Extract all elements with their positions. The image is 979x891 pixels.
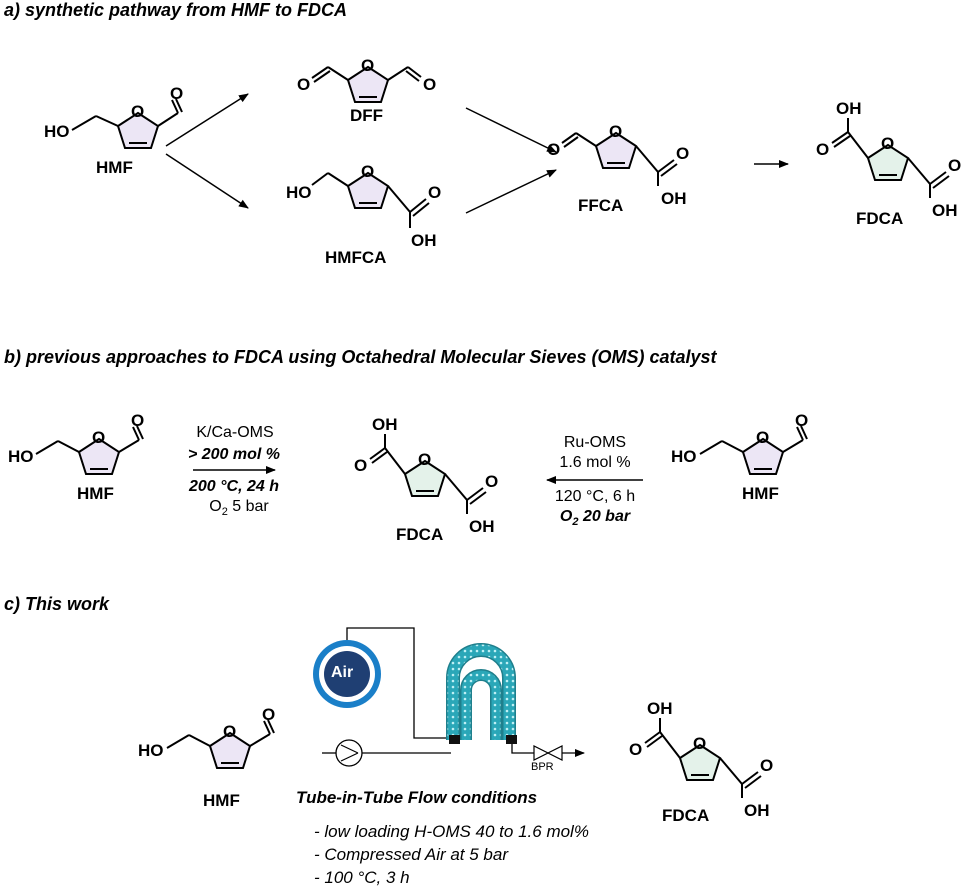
hmf-b-left-ring-o: O [92, 428, 105, 447]
flow-conditions-title: Tube-in-Tube Flow conditions [296, 788, 538, 807]
cond-left-catalyst: K/Ca-OMS [196, 424, 274, 441]
hmf-b-right-ho: HO [671, 447, 697, 466]
hmf-structure-b-left: O HO O [8, 411, 144, 475]
ffca-ald-o: O [547, 140, 560, 159]
air-label: Air [331, 664, 354, 681]
cond-right-catalyst: Ru-OMS [563, 434, 627, 451]
cond-left-temp: 200 °C, 24 h [189, 478, 279, 495]
hmf-a-ho: HO [44, 122, 70, 141]
fdca-c-oh-top: OH [647, 699, 673, 718]
air-supply-icon [313, 640, 381, 708]
fdca-structure-a: O OH O O OH [816, 99, 961, 220]
dff-o-right: O [423, 75, 436, 94]
hmf-structure-a: O HO O [44, 84, 183, 149]
arrow-hmfca-to-ffca [465, 169, 557, 214]
label-fdca-c: FDCA [662, 806, 710, 825]
label-hmf-c: HMF [203, 791, 240, 810]
label-hmf-a: HMF [96, 158, 133, 177]
hmf-b-left-ald-o: O [131, 411, 144, 430]
ffca-carbonyl-o: O [676, 144, 689, 163]
hmf-structure-b-right: O HO O [671, 411, 808, 475]
ffca-oh: OH [661, 189, 687, 208]
hmf-structure-c: O HO O [138, 705, 275, 769]
air-feed-line [346, 627, 451, 739]
label-hmf-b-right: HMF [742, 484, 779, 503]
arrow-hmf-to-dff [165, 93, 249, 147]
fdca-b-oh-top: OH [372, 415, 398, 434]
fdca-c-o-right: O [760, 756, 773, 775]
hmf-c-ho: HO [138, 741, 164, 760]
condition-bullet-1: - low loading H-OMS 40 to 1.6 mol% [314, 822, 589, 841]
dff-structure: O O O [297, 56, 436, 103]
fdca-a-o-right: O [948, 156, 961, 175]
dff-ring-o: O [361, 56, 374, 75]
fdca-a-oh-top: OH [836, 99, 862, 118]
fdca-c-oh-bottom: OH [744, 801, 770, 820]
bpr-valve-icon [533, 745, 563, 761]
label-fdca-a: FDCA [856, 209, 904, 228]
arrow-dff-to-ffca [465, 107, 557, 153]
hmf-a-ald-o: O [170, 84, 183, 103]
hmf-c-ald-o: O [262, 705, 275, 724]
hmfca-structure: O HO O OH [286, 162, 441, 250]
hmfca-oh: OH [411, 231, 437, 250]
fdca-b-o-left: O [354, 456, 367, 475]
fdca-b-o-right: O [485, 472, 498, 491]
hmf-b-left-ho: HO [8, 447, 34, 466]
hmfca-ho: HO [286, 183, 312, 202]
cond-left-loading: > 200 mol % [187, 446, 281, 463]
fdca-a-ring-o: O [881, 134, 894, 153]
label-hmfca: HMFCA [325, 248, 387, 267]
hmf-b-right-ald-o: O [795, 411, 808, 430]
fdca-a-oh-bottom: OH [932, 201, 958, 220]
cond-right-temp: 120 °C, 6 h [554, 488, 636, 505]
ffca-structure: O O O OH [547, 122, 689, 208]
hmfca-ring-o: O [361, 162, 374, 181]
label-hmf-b-left: HMF [77, 484, 114, 503]
hmf-a-ring-o: O [131, 102, 144, 121]
hmf-c-ring-o: O [223, 722, 236, 741]
tube-in-tube-reactor-icon [446, 643, 517, 744]
cond-left-pressure: O2 5 bar [209, 498, 269, 519]
cond-right-pressure: O2 20 bar [559, 508, 631, 529]
bpr-label: BPR [531, 761, 554, 773]
cond-right-loading: 1.6 mol % [559, 454, 631, 471]
section-a-heading: a) synthetic pathway from HMF to FDCA [4, 0, 348, 20]
fdca-b-ring-o: O [418, 450, 431, 469]
hmf-b-right-ring-o: O [756, 428, 769, 447]
fdca-c-o-left: O [629, 740, 642, 759]
fdca-a-o-left: O [816, 140, 829, 159]
label-ffca: FFCA [578, 196, 624, 215]
condition-bullet-3: - 100 °C, 3 h [314, 868, 410, 887]
fdca-structure-c: O OH O O OH [629, 699, 773, 820]
section-c-heading: c) This work [4, 594, 110, 614]
label-fdca-b: FDCA [396, 525, 444, 544]
arrow-hmf-to-hmfca [165, 153, 249, 209]
pump-icon [335, 739, 363, 767]
fdca-structure-b: O OH O O OH [354, 415, 498, 536]
fdca-b-oh-bottom: OH [469, 517, 495, 536]
hmfca-carbonyl-o: O [428, 183, 441, 202]
section-b-heading: b) previous approaches to FDCA using Oct… [4, 347, 717, 367]
condition-bullet-2: - Compressed Air at 5 bar [314, 845, 508, 864]
ffca-ring-o: O [609, 122, 622, 141]
fdca-c-ring-o: O [693, 734, 706, 753]
dff-o-left: O [297, 75, 310, 94]
label-dff: DFF [350, 106, 384, 125]
